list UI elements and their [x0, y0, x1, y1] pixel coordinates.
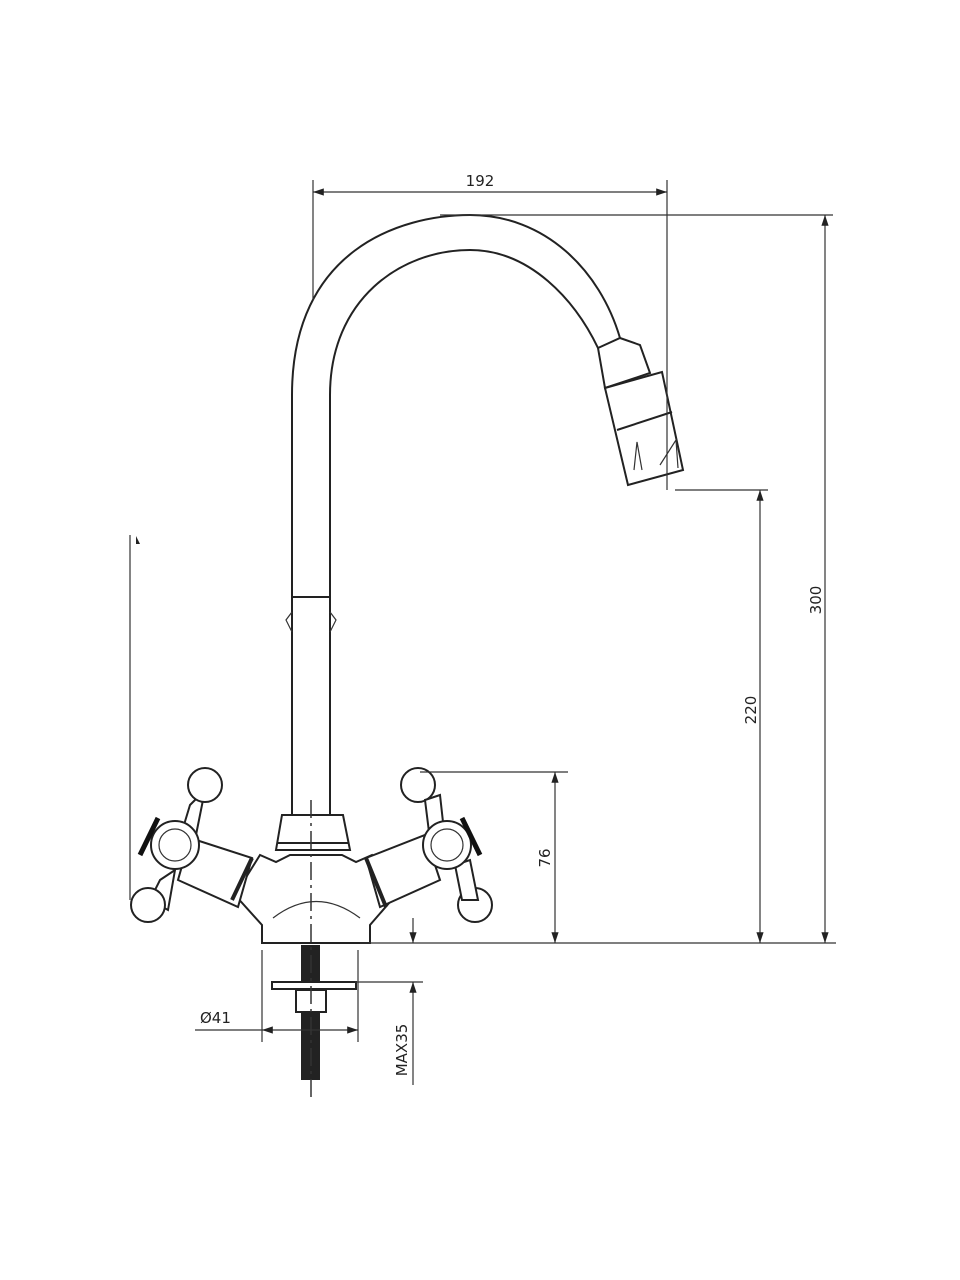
dim-192-label: 192 — [466, 172, 495, 190]
dimension-192: 192 — [312, 172, 668, 490]
dim-41-label: Ø41 — [200, 1009, 231, 1027]
dimension-300: 300 — [360, 214, 836, 944]
spout — [291, 213, 685, 597]
stem — [274, 596, 352, 851]
dimension-76: 76 — [420, 771, 568, 943]
dim-300-label: 300 — [807, 586, 825, 615]
left-reference-line — [129, 535, 140, 900]
right-handle — [364, 767, 493, 923]
mounting-shank — [271, 945, 357, 1080]
left-handle — [130, 767, 254, 923]
dim-220-label: 220 — [742, 696, 760, 725]
dim-max35-label: MAX35 — [393, 1024, 411, 1077]
dimension-220: 220 — [675, 489, 768, 943]
mixer-body — [233, 853, 398, 944]
dimension-max35: MAX35 — [355, 918, 423, 1085]
dimension-diameter-41: Ø41 — [195, 950, 359, 1042]
dim-76-label: 76 — [536, 848, 554, 867]
